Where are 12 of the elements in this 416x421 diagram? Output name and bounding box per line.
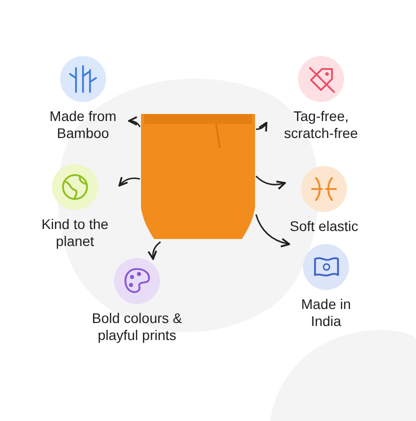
feature-label: Tag-free, scratch-free	[283, 108, 359, 142]
feature-label: Soft elastic	[288, 218, 360, 235]
arrow	[128, 116, 141, 128]
feature-label: Made in India	[300, 296, 352, 330]
arrow	[256, 122, 268, 132]
arrow	[255, 214, 290, 248]
arrow	[118, 176, 140, 186]
feature-label: Bold colours & playful prints	[90, 310, 184, 344]
arrow	[256, 176, 286, 190]
feature-label: Made from Bamboo	[48, 108, 118, 142]
feature-label: Kind to the planet	[40, 216, 110, 250]
arrow	[148, 241, 161, 260]
